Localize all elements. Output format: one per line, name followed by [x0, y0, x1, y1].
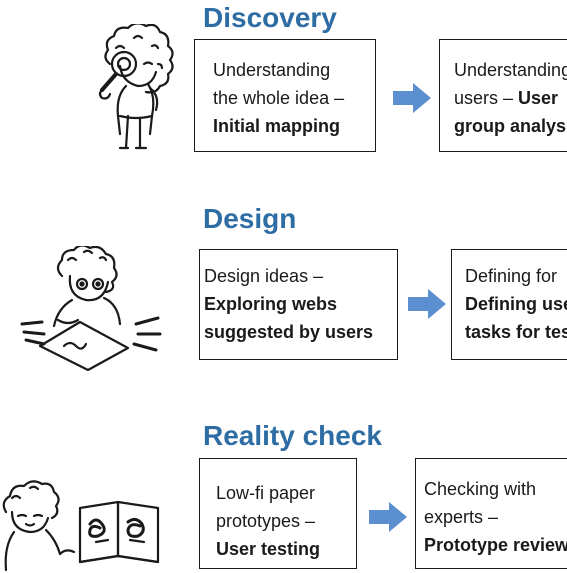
paper-prototype-person-icon	[2, 480, 160, 572]
step-line: Understanding	[213, 60, 331, 80]
arrow-right-icon	[393, 83, 431, 113]
step-line: Defining for	[465, 266, 558, 286]
drawing-person-icon	[20, 246, 162, 371]
step-line: Checking with	[424, 479, 537, 499]
step-line-bold: Prototype review	[424, 535, 567, 555]
step-box-initial-mapping: Understanding the whole idea – Initial m…	[194, 39, 376, 152]
step-box-user-group-analysis: Understanding users – User group analysi…	[439, 39, 567, 152]
step-box-prototype-review: Checking with experts – Prototype review	[415, 458, 567, 569]
step-line: users – User	[454, 88, 559, 108]
step-box-exploring-webs: Design ideas – Exploring webs suggested …	[199, 249, 398, 360]
arrow-right-icon	[369, 502, 407, 532]
step-line: the whole idea –	[213, 88, 345, 108]
step-line: Low-fi paper	[216, 483, 316, 503]
arrow-right-icon	[408, 289, 446, 319]
step-line: Understanding	[454, 60, 567, 80]
step-line-bold: User testing	[216, 539, 321, 559]
section-title-reality-check: Reality check	[203, 420, 382, 451]
step-box-defining-user-tasks: Defining for Defining user tasks for tes…	[451, 249, 567, 360]
magnifier-person-icon	[98, 24, 174, 150]
step-line-bold: group analysis	[454, 116, 567, 136]
step-line-bold: Exploring webs	[204, 294, 338, 314]
step-line-bold: suggested by users	[204, 322, 374, 342]
step-line: Design ideas –	[204, 266, 324, 286]
step-line-bold: Initial mapping	[213, 116, 341, 136]
step-line-bold: Defining user	[465, 294, 567, 314]
step-line: prototypes –	[216, 511, 316, 531]
section-title-discovery: Discovery	[203, 2, 337, 33]
step-line-bold: tasks for testing	[465, 322, 567, 342]
step-line: experts –	[424, 507, 499, 527]
section-title-design: Design	[203, 203, 297, 234]
step-box-user-testing: Low-fi paper prototypes – User testing	[199, 458, 357, 569]
